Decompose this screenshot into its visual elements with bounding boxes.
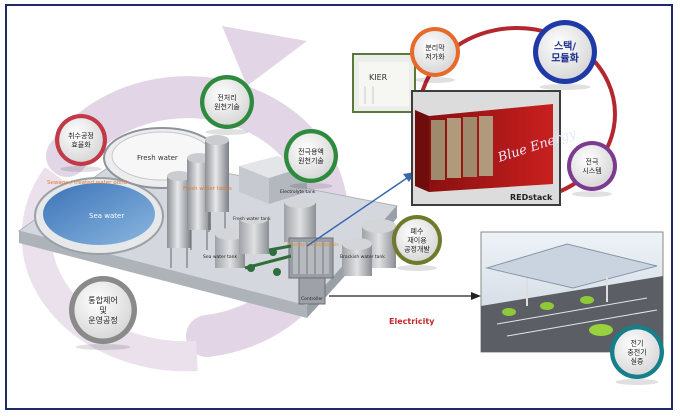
bubble-text: 전극용액 [298, 147, 324, 156]
bubble-shadow [397, 265, 437, 271]
redstack-photo: Blue Energy REDstack [411, 90, 579, 206]
bubble-shadow [415, 77, 455, 83]
bubble-text: 효율화 [71, 141, 91, 149]
bubble-text: 스택/ [554, 40, 576, 53]
bubble-face [614, 329, 660, 375]
bubble-shadow [539, 84, 591, 90]
bubble-text: 원천기술 [298, 156, 324, 165]
sea-water-pond: Sea water [34, 177, 164, 255]
bubble-text: 및 [99, 305, 106, 315]
bubble-shadow [615, 379, 659, 385]
bubble-shadow [205, 129, 249, 135]
bubble-face [204, 79, 250, 125]
pretreatment-tanks: Fresh water tanks [167, 135, 232, 268]
red-power-diagram: Sea water Fresh water Sewage / treated w… [17, 20, 664, 385]
bubble-face [59, 118, 103, 162]
bubble-face [288, 133, 334, 179]
electrolyte-tank-label: Electrolyte tank [280, 189, 316, 195]
bubble-face [571, 145, 613, 187]
brackish-tank-label: Brackish water tank [340, 254, 385, 260]
bubble-text: 전극 [586, 157, 599, 166]
bubble-text: 전처리 [217, 93, 236, 102]
electricity-label: Electricity [389, 317, 435, 326]
bubble-text: 시스템 [582, 167, 601, 175]
bubble-text: 취수공정 [68, 131, 94, 140]
fresh-water-tank-label: Fresh water tank [233, 216, 271, 222]
bubble-shadow [572, 191, 612, 197]
bubble-face [396, 219, 438, 261]
bubble-text: 원천기술 [214, 102, 240, 111]
diagram-frame: Sea water Fresh water Sewage / treated w… [5, 4, 673, 410]
bubble-text: 운영공정 [88, 315, 117, 325]
bubble-shadow [75, 344, 131, 350]
sea-water-label: Sea water [89, 212, 124, 220]
bubble-face [74, 281, 132, 339]
bubble-text: 통합제어 [88, 295, 117, 305]
bubble-text: 전기 [631, 338, 644, 347]
bubble-text: 충전기 [627, 347, 646, 356]
arrows [306, 172, 481, 300]
bubble-text: 재이용 [407, 235, 427, 244]
bubble-text: 저가화 [425, 52, 445, 61]
sewage-label: Sewage / treated water pond [47, 180, 127, 186]
sea-water-tank-label: Sea water tank [203, 254, 237, 260]
redstack-label: REDstack [510, 193, 553, 202]
bubble-stack: 스택/모듈화 [533, 20, 597, 90]
freshwater-tanks-label: Fresh water tanks [183, 186, 232, 192]
bubble-text: 폐수 [411, 226, 424, 235]
storage-tanks: Sea water tank Fresh water tank Electrol… [203, 189, 396, 276]
ev-charging-photo [480, 231, 664, 353]
bubble-shadow [60, 166, 102, 172]
bubble-text: 실증 [631, 356, 644, 365]
red-module-label: Reverse electrodialysis [287, 242, 339, 248]
bubble-face [414, 31, 456, 73]
kier-label: KIER [369, 73, 388, 82]
bubble-text: 분리막 [425, 43, 445, 52]
fresh-water-label: Fresh water [137, 154, 178, 162]
bubble-face [538, 25, 592, 79]
bubble-shadow [289, 183, 333, 189]
bubble-text: 모듈화 [551, 53, 579, 65]
kier-photo: KIER [352, 53, 416, 113]
red-module: Reverse electrodialysis Controller [244, 237, 339, 305]
bubble-text: 공정개발 [404, 244, 430, 253]
controller-label: Controller [301, 296, 323, 302]
